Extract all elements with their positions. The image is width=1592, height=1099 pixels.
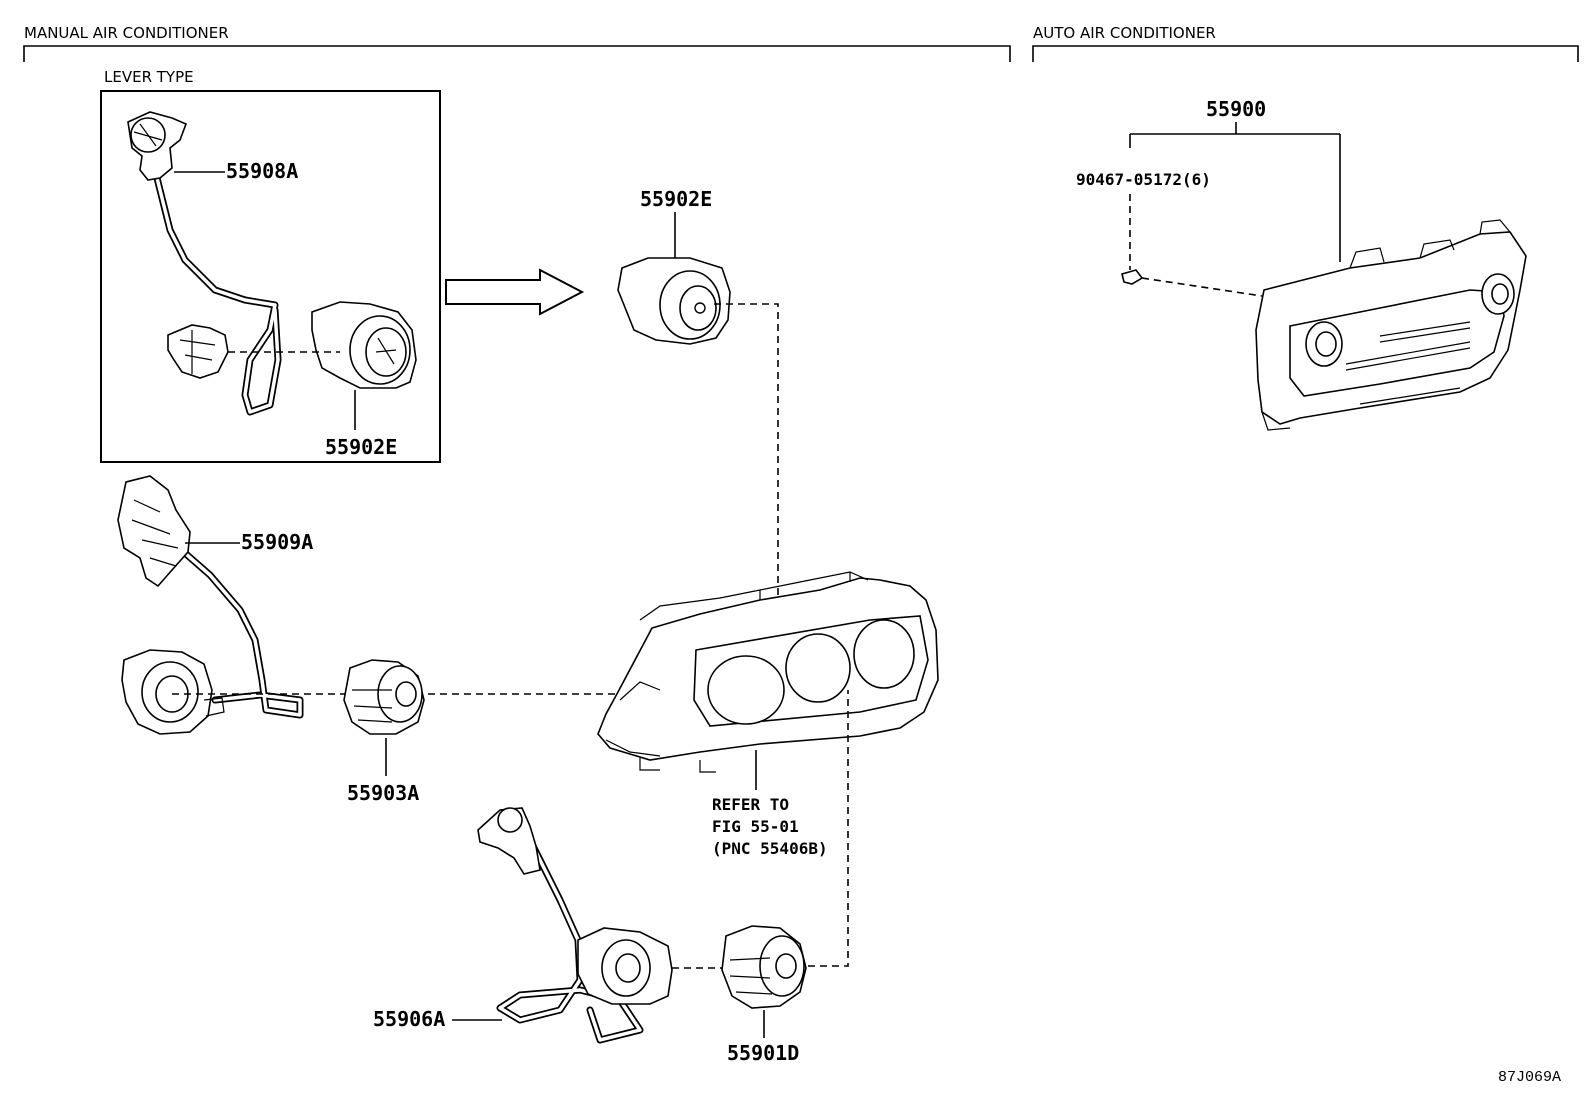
refer-note-line3: (PNC 55406B) (712, 839, 828, 858)
switch-55902E-box (311, 301, 417, 389)
cable-assembly-55906A (477, 807, 673, 1044)
screw-90467-05172 (1121, 269, 1144, 285)
auto-section-bracket (1032, 45, 1579, 62)
cable-assembly-55909A (117, 475, 304, 735)
section-title-lever-type: LEVER TYPE (104, 68, 194, 86)
manual-section-bracket (23, 45, 1011, 62)
part-label-55906A: 55906A (373, 1007, 445, 1031)
knob-55903A (343, 659, 425, 735)
part-label-55908A: 55908A (226, 159, 298, 183)
part-label-55900: 55900 (1206, 97, 1266, 121)
part-label-55909A: 55909A (241, 530, 313, 554)
switch-55902E (617, 257, 731, 345)
part-label-55903A: 55903A (347, 781, 419, 805)
dash-55901D-to-panel (808, 690, 849, 967)
part-label-55901D: 55901D (727, 1041, 799, 1065)
lever-type-box (100, 90, 441, 463)
refer-note-line1: REFER TO (712, 795, 789, 814)
figure-id: 87J069A (1498, 1069, 1561, 1086)
section-title-manual: MANUAL AIR CONDITIONER (24, 24, 229, 42)
refer-note-line2: FIG 55-01 (712, 817, 799, 836)
part-label-55902E-box: 55902E (325, 435, 397, 459)
part-label-55902E: 55902E (640, 187, 712, 211)
center-control-panel (597, 571, 939, 773)
arrow-lever-to-panel (445, 268, 585, 316)
leader-55900-bracket (1129, 122, 1341, 262)
knob-55901D (721, 925, 807, 1009)
dash-screw-to-unit (1141, 277, 1263, 297)
auto-ac-control-unit-55900 (1255, 219, 1527, 431)
part-label-90467-05172: 90467-05172(6) (1076, 170, 1211, 189)
dash-55902E-to-panel (714, 303, 779, 690)
cable-assembly-55908A (127, 111, 282, 416)
section-title-auto: AUTO AIR CONDITIONER (1033, 24, 1216, 42)
